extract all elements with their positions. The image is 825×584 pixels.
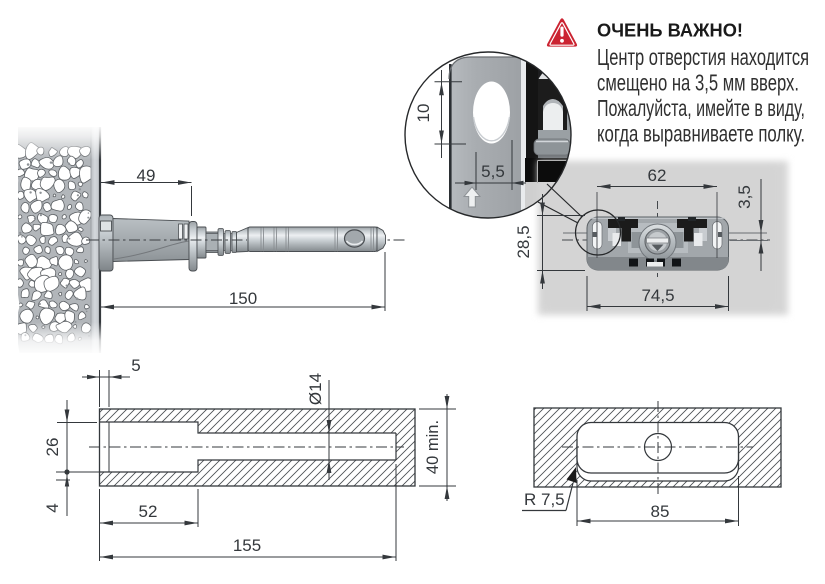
svg-text:26: 26 (43, 438, 62, 457)
svg-text:4: 4 (43, 503, 62, 512)
svg-text:Пожалуйста, имейте в виду,: Пожалуйста, имейте в виду, (597, 95, 805, 121)
svg-text:когда выравниваете полку.: когда выравниваете полку. (597, 121, 805, 147)
svg-text:85: 85 (651, 502, 670, 521)
svg-text:155: 155 (233, 536, 261, 555)
svg-text:150: 150 (229, 289, 257, 308)
svg-text:49: 49 (137, 166, 156, 185)
svg-text:Центр отверстия находится: Центр отверстия находится (597, 44, 809, 70)
svg-text:5: 5 (131, 356, 140, 375)
svg-text:40 min.: 40 min. (424, 420, 442, 474)
svg-text:ОЧЕНЬ ВАЖНО!: ОЧЕНЬ ВАЖНО! (597, 20, 743, 41)
svg-text:Ø14: Ø14 (306, 373, 325, 405)
svg-text:28,5: 28,5 (514, 225, 533, 258)
svg-text:5,5: 5,5 (481, 162, 505, 181)
svg-text:62: 62 (648, 166, 667, 185)
svg-text:10: 10 (414, 104, 433, 123)
svg-text:смещено на 3,5 мм вверх.: смещено на 3,5 мм вверх. (597, 70, 799, 96)
svg-text:3,5: 3,5 (735, 185, 754, 209)
svg-text:R 7,5: R 7,5 (524, 490, 565, 509)
svg-text:52: 52 (139, 502, 158, 521)
svg-text:74,5: 74,5 (641, 286, 674, 305)
